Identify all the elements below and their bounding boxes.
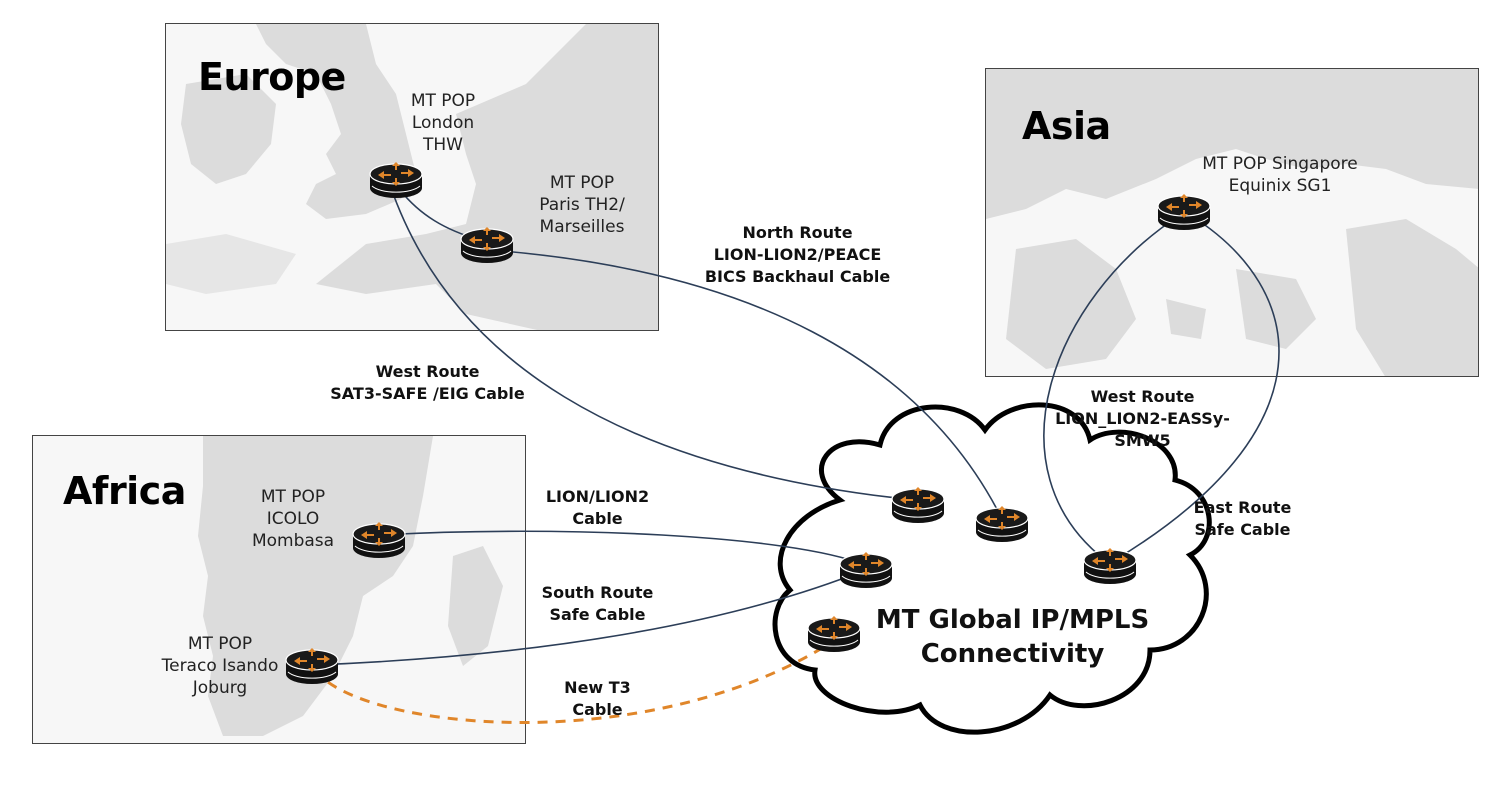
asia-map — [986, 69, 1478, 376]
link-west-route-asia — [1043, 214, 1181, 561]
route-label-east-asia: East Route Safe Cable — [1193, 498, 1292, 539]
pop-label-mombasa: MT POP ICOLO Mombasa — [251, 487, 335, 551]
core-title-line1: MT Global IP/MPLS — [875, 605, 1150, 635]
africa-map-panel: Africa — [32, 435, 526, 744]
router-icon-core-2 — [975, 505, 1029, 543]
pop-label-london: MT POP London THW — [410, 91, 476, 155]
route-label-lion: LION/LION2 Cable — [545, 487, 650, 528]
link-south-route — [314, 569, 866, 666]
pop-label-singapore: MT POP Singapore Equinix SG1 — [1202, 154, 1358, 196]
router-icon-singapore — [1157, 193, 1211, 231]
core-title-line2: Connectivity — [920, 639, 1105, 669]
africa-map — [198, 436, 503, 736]
route-label-west-asia: West Route LION_LION2-EASSy- SMW5 — [1055, 387, 1230, 450]
link-east-route — [1114, 214, 1280, 561]
link-north-route — [489, 249, 1001, 516]
router-icon-mombasa — [352, 521, 406, 559]
link-lion-cable — [379, 530, 866, 566]
asia-map-panel: Asia — [985, 68, 1479, 377]
route-label-t3: New T3 Cable — [564, 678, 631, 719]
europe-map — [166, 24, 658, 330]
router-icon-paris — [460, 226, 514, 264]
europe-map-panel: Europe — [165, 23, 659, 331]
router-icon-core-3 — [839, 551, 893, 589]
router-icon-core-5 — [807, 615, 861, 653]
link-west-route-europe — [389, 184, 916, 501]
route-label-west-europe: West Route SAT3-SAFE /EIG Cable — [330, 362, 525, 403]
link-new-t3 — [313, 638, 836, 724]
core-network-title: MT Global IP/MPLS Connectivity — [870, 603, 1155, 671]
pop-label-paris: MT POP Paris TH2/ Marseilles — [539, 173, 625, 237]
mpls-cloud — [772, 402, 1212, 735]
pop-label-joburg: MT POP Teraco Isando Joburg — [161, 634, 279, 698]
asia-title: Asia — [1020, 104, 1113, 148]
africa-title: Africa — [61, 469, 188, 513]
router-icon-core-1 — [891, 486, 945, 524]
router-icon-london — [369, 161, 423, 199]
route-label-south: South Route Safe Cable — [541, 583, 654, 624]
route-label-north: North Route LION-LION2/PEACE BICS Backha… — [704, 223, 891, 286]
router-icon-core-4 — [1083, 547, 1137, 585]
europe-title: Europe — [196, 55, 348, 99]
